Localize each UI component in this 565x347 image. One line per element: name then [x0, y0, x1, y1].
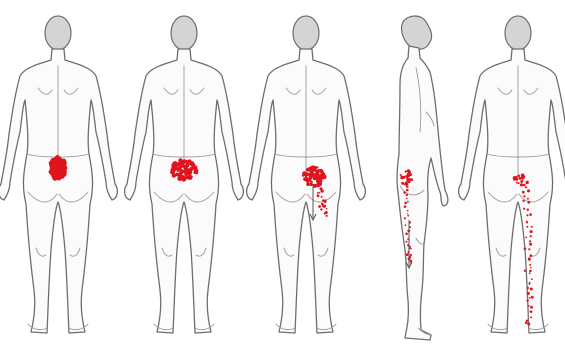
body-figure-back-5: [459, 16, 565, 333]
body-figure-back-2: [125, 16, 244, 333]
